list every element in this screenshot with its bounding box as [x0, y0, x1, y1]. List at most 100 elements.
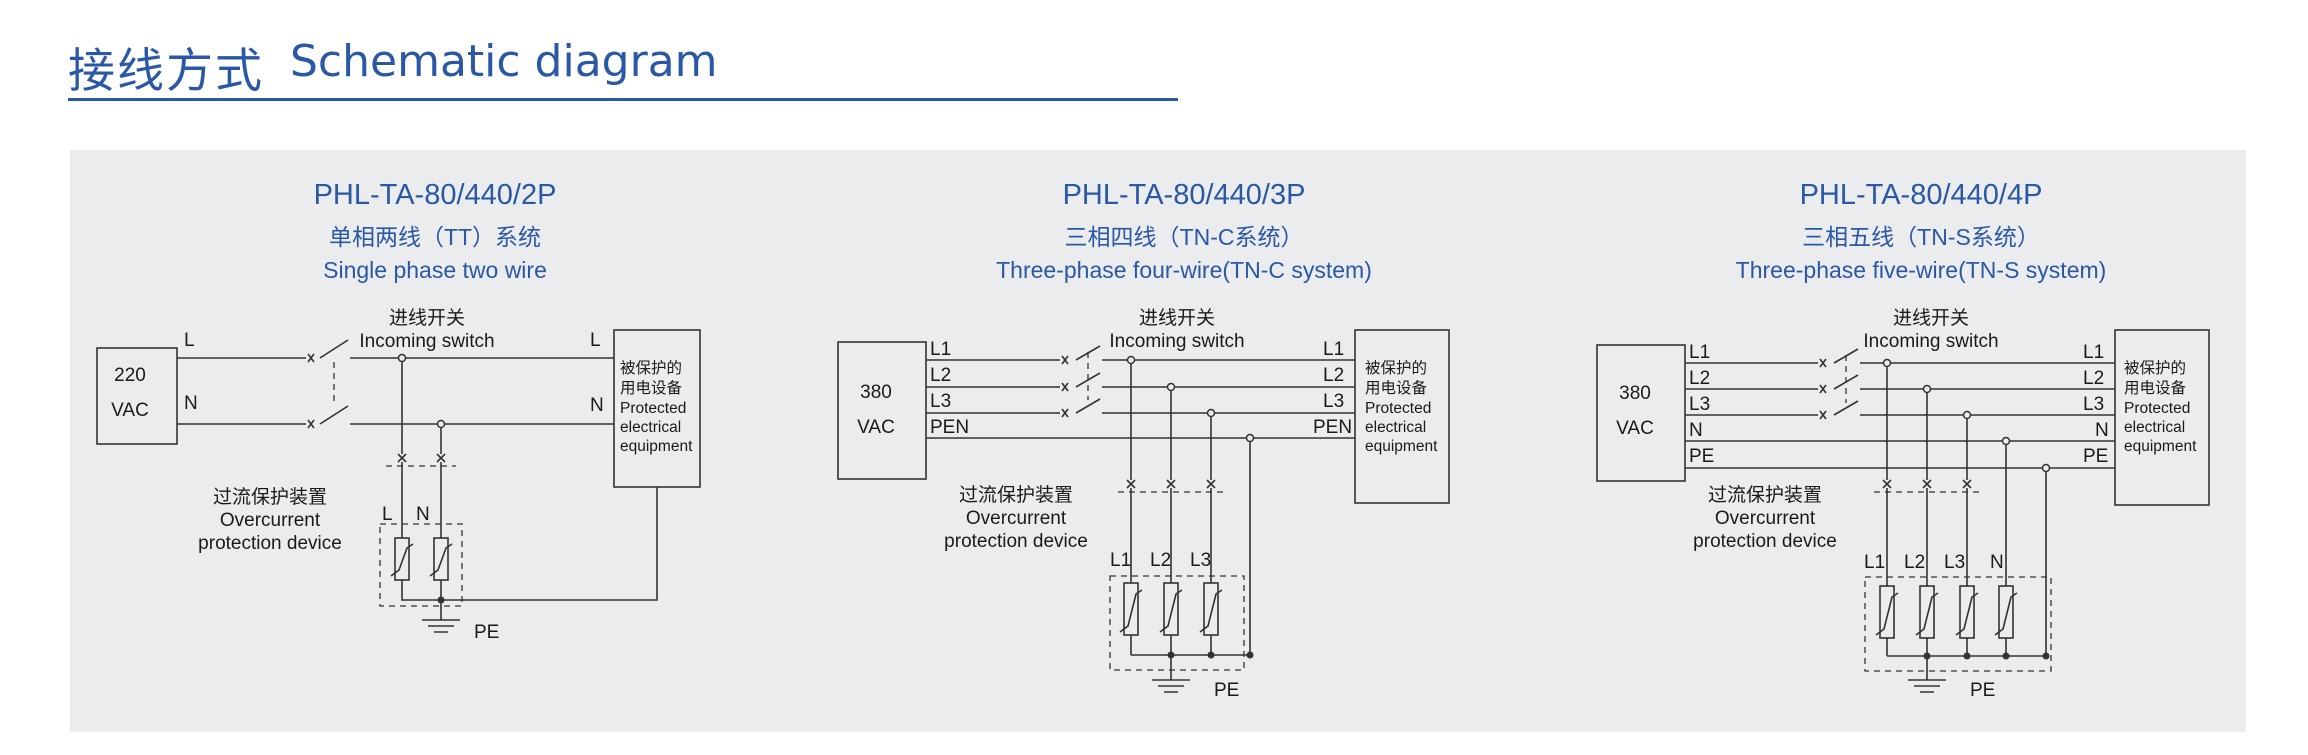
line-label: PE [1689, 446, 1714, 467]
line-label: L2 [2083, 368, 2104, 389]
spd-feed [1886, 367, 2007, 586]
spd-feed [1130, 364, 1212, 480]
fuse-marks [1882, 479, 1972, 489]
wire-l1 [1685, 348, 2115, 368]
line-label: L2 [930, 365, 951, 386]
varistor-mark [1875, 592, 1899, 636]
tap-node [1962, 410, 1972, 420]
spd-label: L2 [1150, 550, 1171, 571]
spd-module [1864, 576, 2052, 672]
varistor-mark [1955, 592, 1979, 636]
ocp-label-zh: 过流保护装置 [213, 486, 327, 508]
tap-node [397, 353, 407, 363]
line-label: PEN [1313, 417, 1352, 438]
switch-label-zh: 进线开关 [389, 307, 465, 329]
system-en: Three-phase four-wire(TN-C system) [996, 257, 1372, 283]
tap-node [1922, 384, 1932, 394]
varistor-mark [1199, 589, 1223, 633]
spd-module [379, 523, 463, 607]
ocp-label-en: protection device [198, 533, 342, 554]
spd-leads [401, 462, 442, 538]
fuse-marks [397, 453, 446, 463]
system-zh: 三相四线（TN-C系统） [1065, 224, 1304, 250]
spd-leads [1886, 488, 1968, 586]
tap-node [2001, 436, 2011, 446]
equipment-label: 被保护的 [2124, 359, 2186, 377]
equipment-label: Protected [1365, 400, 1431, 417]
varistor [433, 537, 449, 581]
system-zh: 三相五线（TN-S系统） [1802, 224, 2040, 250]
equipment-label: 被保护的 [620, 359, 682, 377]
line-label: PE [2083, 446, 2108, 467]
pe-label: PE [1970, 680, 1995, 701]
spd-leads [1130, 488, 1212, 583]
spd-label: N [416, 504, 430, 525]
line-label: N [2095, 420, 2109, 441]
line-label: L1 [1689, 342, 1710, 363]
ocp-label-en: Overcurrent [966, 508, 1067, 529]
header-rule [68, 98, 1178, 101]
protected-equipment [1354, 329, 1450, 504]
wire-l2 [926, 372, 1355, 392]
spd-label: N [1990, 552, 2004, 573]
tap-node [2041, 463, 2051, 473]
wire-l3 [1685, 400, 2115, 420]
spd-label: L [382, 504, 393, 525]
line-label: L3 [1323, 391, 1344, 412]
model-title: PHL-TA-80/440/3P [1063, 179, 1306, 211]
ocp-label-en: protection device [1693, 531, 1837, 552]
ocp-label-en: Overcurrent [1715, 508, 1816, 529]
line-label: L1 [1323, 339, 1344, 360]
spd-label: L1 [1110, 550, 1131, 571]
spd-label: L2 [1904, 552, 1925, 573]
ocp-label-zh: 过流保护装置 [959, 484, 1073, 506]
diagram-4p: PHL-TA-80/440/4P 三相五线（TN-S系统） Three-phas… [1596, 179, 2210, 701]
equipment-label: electrical [1365, 419, 1426, 436]
tap-node [436, 419, 446, 429]
line-label: L2 [1323, 365, 1344, 386]
pe-label: PE [1214, 680, 1239, 701]
switch-label-zh: 进线开关 [1139, 307, 1215, 329]
switch-label-en: Incoming switch [1109, 331, 1244, 352]
line-label: L1 [2083, 342, 2104, 363]
equipment-label: 用电设备 [2124, 379, 2187, 397]
varistor-mark [1119, 589, 1143, 633]
wire-l3 [926, 398, 1355, 418]
equipment-label: 用电设备 [1365, 379, 1428, 397]
line-label: N [590, 395, 604, 416]
equipment-label: Protected [2124, 400, 2190, 417]
wire-l2 [1685, 374, 2115, 394]
varistor-mark [390, 543, 414, 577]
junction [1167, 651, 1175, 659]
model-title: PHL-TA-80/440/4P [1800, 179, 2043, 211]
tap-node [1245, 433, 1255, 443]
wire-l1 [926, 345, 1355, 365]
source-voltage: 380 [860, 382, 892, 403]
ocp-label-en: protection device [944, 531, 1088, 552]
source-unit: VAC [857, 417, 895, 438]
line-label: L3 [2083, 394, 2104, 415]
switch-label-en: Incoming switch [1863, 331, 1998, 352]
equipment-label: Protected [620, 400, 686, 417]
pe-label: PE [474, 622, 499, 643]
tap-node [1882, 358, 1892, 368]
source-voltage: 380 [1619, 383, 1651, 404]
power-source [96, 347, 178, 445]
equipment-label: 用电设备 [620, 379, 683, 397]
protected-equipment [2114, 329, 2210, 506]
junction [1963, 652, 1971, 660]
line-label: L2 [1689, 368, 1710, 389]
junction [2042, 652, 2050, 660]
equipment-label: 被保护的 [1365, 359, 1427, 377]
spd-label: L1 [1864, 552, 1885, 573]
tap-node [1166, 382, 1176, 392]
title-zh: 接线方式 [68, 44, 264, 99]
source-voltage: 220 [114, 365, 146, 386]
source-unit: VAC [111, 400, 149, 421]
system-zh: 单相两线（TT）系统 [329, 224, 541, 250]
ground-icon [422, 619, 460, 633]
switch-label-zh: 进线开关 [1893, 307, 1969, 329]
spd-label: L3 [1944, 552, 1965, 573]
equipment-label: equipment [1365, 438, 1438, 455]
